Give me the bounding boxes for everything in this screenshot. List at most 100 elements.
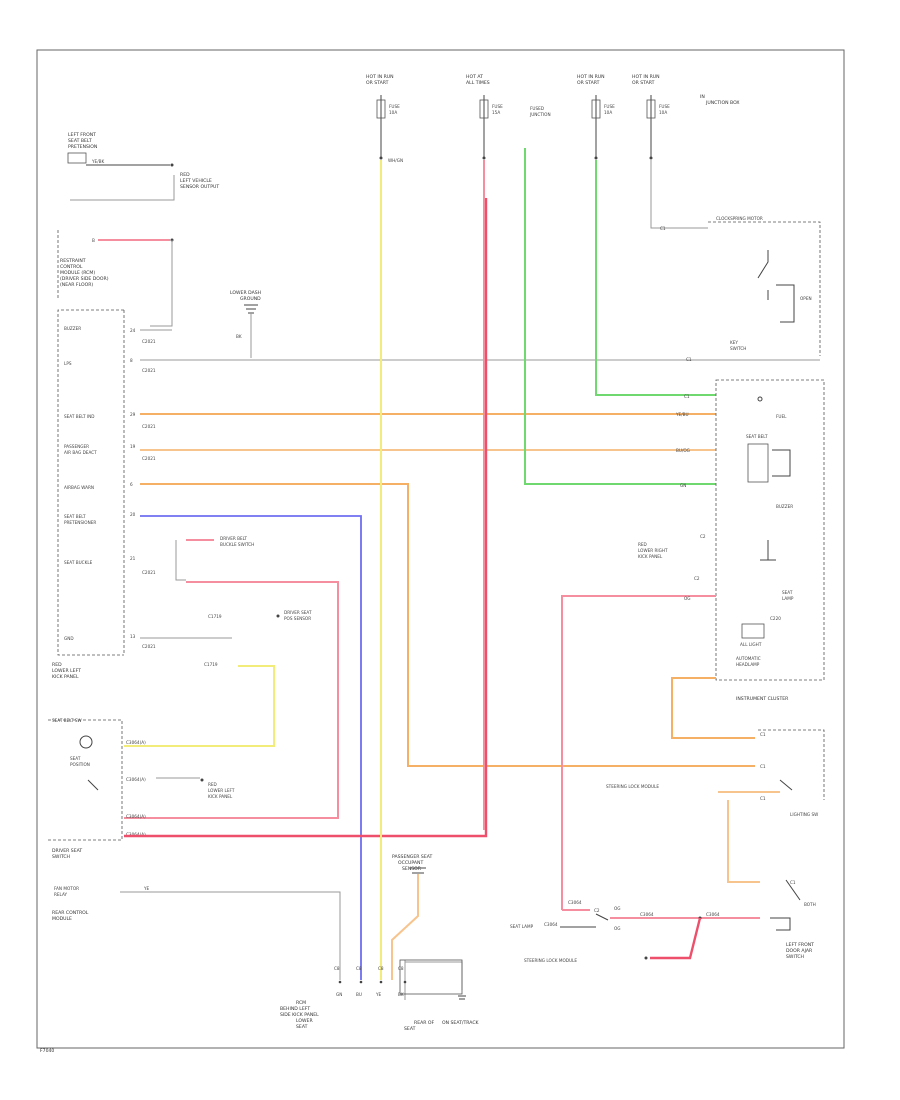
svg-text:ALL LIGHT: ALL LIGHT (740, 642, 762, 647)
fuse-feed-d: HOT IN RUN OR START FUSE 10A (577, 74, 615, 160)
svg-text:24: 24 (130, 328, 136, 333)
svg-text:SENSOR: SENSOR (402, 866, 422, 872)
svg-text:LOWER: LOWER (296, 1018, 313, 1024)
svg-text:KICK PANEL: KICK PANEL (52, 674, 79, 680)
svg-text:OG: OG (614, 926, 621, 931)
svg-text:OG: OG (684, 596, 691, 601)
svg-text:C3064: C3064 (640, 912, 654, 917)
fuse-d-label-1: HOT IN RUN (577, 74, 605, 80)
svg-text:C3064: C3064 (706, 912, 720, 917)
svg-text:GND: GND (64, 636, 74, 641)
fuse-feed-c: HOT AT ALL TIMES FUSE 15A FUSED JUNCTION (466, 74, 551, 160)
page-mark: F7040 (40, 1048, 54, 1054)
svg-text:AUTOMATIC: AUTOMATIC (736, 656, 761, 661)
svg-text:8: 8 (130, 358, 133, 363)
diagram-frame (36, 49, 845, 1049)
svg-text:C3064: C3064 (544, 922, 558, 927)
fuse-c-label-2: ALL TIMES (466, 80, 490, 86)
svg-text:BK: BK (398, 992, 404, 997)
svg-text:C1719: C1719 (208, 614, 222, 619)
svg-text:21: 21 (130, 556, 136, 561)
svg-text:DRIVER BELT: DRIVER BELT (220, 536, 247, 541)
svg-text:SEAT: SEAT (782, 590, 793, 595)
airbag-module-left: B RESTRAINT CONTROL MODULE (RCM) (DRIVER… (57, 230, 174, 327)
fuse-feed-b: HOT IN RUN OR START FUSE 10A WH/GN (366, 74, 403, 163)
wire-green-main (524, 148, 716, 485)
svg-text:FUSE: FUSE (604, 104, 615, 109)
fuse-c-label-1: HOT AT (466, 74, 483, 80)
svg-text:B: B (92, 238, 95, 243)
svg-text:LOWER LEFT: LOWER LEFT (52, 668, 81, 674)
wire-yellow-loop (124, 665, 275, 747)
restraint-module: BUZZER 24 C2021 LPS 8 C2021 SEAT BELT IN… (52, 309, 820, 980)
svg-text:DRIVER SEAT: DRIVER SEAT (284, 610, 312, 615)
svg-text:BUZZER: BUZZER (776, 504, 793, 509)
svg-text:C2021: C2021 (142, 644, 156, 649)
svg-text:RED: RED (208, 782, 217, 787)
svg-text:C1: C1 (686, 357, 692, 362)
svg-text:KEY: KEY (730, 340, 738, 345)
svg-text:DOOR AJAR: DOOR AJAR (786, 948, 813, 954)
svg-text:15A: 15A (492, 110, 500, 115)
svg-text:BU: BU (356, 992, 362, 997)
svg-text:SEAT BUCKLE: SEAT BUCKLE (64, 560, 93, 565)
svg-text:PASSENGER: PASSENGER (64, 444, 89, 449)
svg-text:KICK PANEL: KICK PANEL (208, 794, 233, 799)
svg-text:LOWER RIGHT: LOWER RIGHT (638, 548, 668, 553)
svg-text:LOWER LEFT: LOWER LEFT (208, 788, 235, 793)
svg-text:FUSE: FUSE (389, 104, 400, 109)
svg-text:DRIVER SEAT: DRIVER SEAT (52, 848, 82, 854)
svg-text:SWITCH: SWITCH (52, 854, 70, 860)
svg-text:LEFT FRONT: LEFT FRONT (786, 942, 814, 948)
svg-text:CLOCKSPRING MOTOR: CLOCKSPRING MOTOR (716, 216, 763, 221)
svg-text:C3064(A): C3064(A) (126, 832, 146, 837)
svg-text:29: 29 (130, 412, 136, 417)
svg-text:C1: C1 (760, 796, 766, 801)
svg-text:PRETENSIONER: PRETENSIONER (64, 520, 96, 525)
fuse-feed-e: HOT IN RUN OR START FUSE 10A IN JUNCTION… (632, 74, 740, 160)
svg-text:(NEAR FLOOR): (NEAR FLOOR) (60, 282, 93, 288)
svg-text:FUSED: FUSED (530, 106, 544, 111)
fuse-e-label-2: OR START (632, 80, 655, 86)
svg-text:13: 13 (130, 634, 136, 639)
svg-text:POSITION: POSITION (70, 762, 90, 767)
svg-text:C2021: C2021 (142, 368, 156, 373)
svg-text:SEAT BELT: SEAT BELT (68, 138, 92, 144)
svg-text:RESTRAINT: RESTRAINT (60, 258, 86, 264)
svg-text:LEFT FRONT: LEFT FRONT (68, 132, 96, 138)
svg-text:FUSE: FUSE (492, 104, 503, 109)
svg-text:GN: GN (336, 992, 342, 997)
fuse-d-label-2: OR START (577, 80, 600, 86)
fuse-note-2: JUNCTION BOX (705, 100, 740, 106)
svg-text:SEAT: SEAT (70, 756, 81, 761)
svg-text:6: 6 (130, 482, 133, 487)
svg-text:BOTH: BOTH (804, 902, 816, 907)
svg-text:SWITCH: SWITCH (730, 346, 746, 351)
driver-seat-switch: SEAT BELT SW SEAT POSITION C3064(A) C306… (48, 198, 488, 860)
svg-text:SEAT: SEAT (296, 1024, 308, 1030)
wire-green-top (595, 160, 716, 396)
svg-text:FUEL: FUEL (776, 414, 787, 419)
svg-text:FUSE: FUSE (659, 104, 670, 109)
svg-text:GROUND: GROUND (240, 296, 261, 302)
svg-text:C3064(A): C3064(A) (126, 814, 146, 819)
svg-text:LIGHTING SW: LIGHTING SW (790, 812, 818, 817)
svg-text:LEFT VEHICLE: LEFT VEHICLE (180, 178, 212, 184)
svg-text:JUNCTION: JUNCTION (529, 112, 551, 117)
svg-text:PRETENSION: PRETENSION (68, 144, 97, 150)
ground-top: LOWER DASH GROUND BK (230, 290, 261, 358)
cooling-module: FAN MOTOR RELAY YE REAR CONTROL MODULE (52, 886, 341, 980)
svg-text:C2021: C2021 (142, 339, 156, 344)
svg-text:RED: RED (638, 542, 647, 547)
svg-text:STEERING LOCK MODULE: STEERING LOCK MODULE (524, 958, 577, 963)
svg-text:PASSENGER SEAT: PASSENGER SEAT (392, 854, 433, 860)
svg-text:20: 20 (130, 512, 136, 517)
svg-text:YE: YE (143, 886, 150, 891)
svg-text:C1719: C1719 (204, 662, 218, 667)
svg-text:C2: C2 (594, 908, 600, 913)
svg-text:BU/OG: BU/OG (676, 448, 690, 453)
fuse-b-label-1: HOT IN RUN (366, 74, 394, 80)
svg-text:POS SENSOR: POS SENSOR (284, 616, 311, 621)
svg-text:C1: C1 (684, 394, 690, 399)
